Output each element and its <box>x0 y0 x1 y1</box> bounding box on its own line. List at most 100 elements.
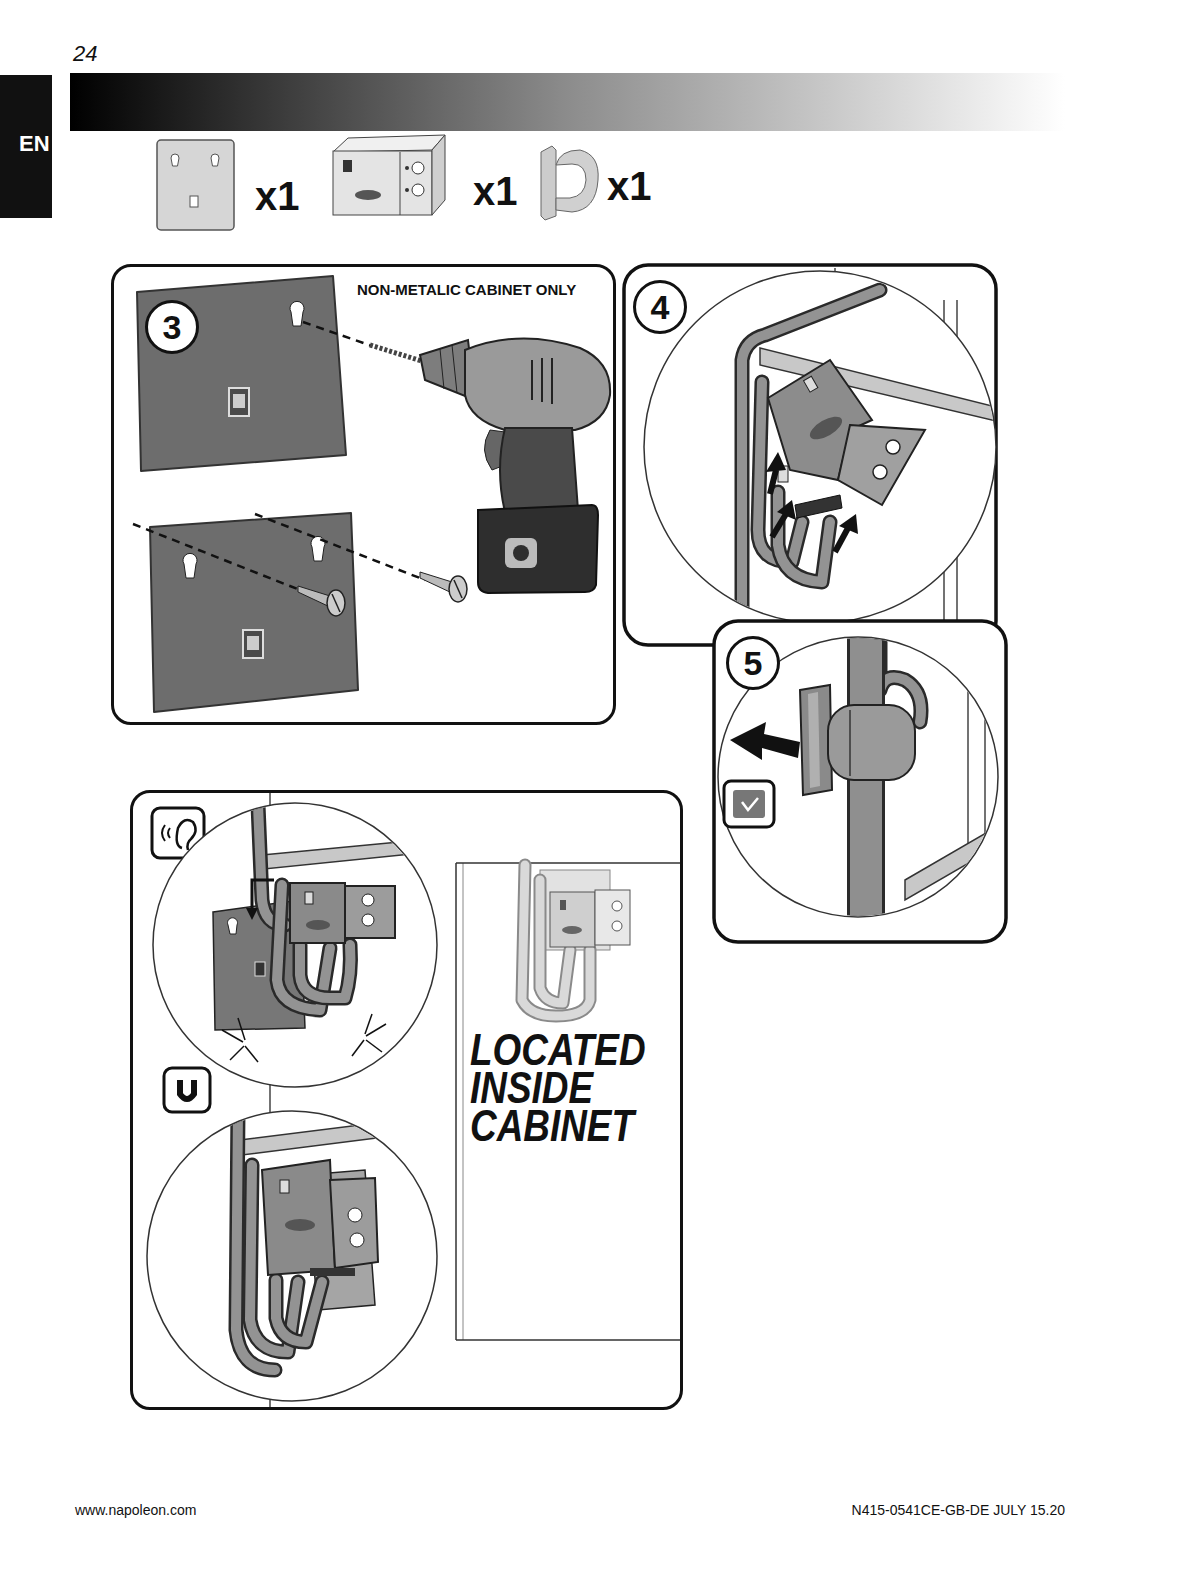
plate-tab <box>229 388 249 416</box>
cabinet-outline <box>456 862 681 864</box>
header-bar <box>70 73 1065 131</box>
box-dial <box>612 901 622 911</box>
box-logo <box>562 926 582 934</box>
plate-tab-face <box>233 394 245 408</box>
keyhole <box>290 301 304 326</box>
drill-handle <box>500 428 578 512</box>
battery-button <box>505 538 537 568</box>
screw-head <box>449 576 467 602</box>
hose <box>300 945 350 998</box>
control-box-part <box>333 151 432 215</box>
detail-view <box>236 1110 440 1370</box>
document-code: N415-0541CE-GB-DE JULY 15.20 <box>852 1503 1065 1517</box>
control-box <box>262 1160 335 1275</box>
screw-slot <box>454 580 462 598</box>
step-number: 4 <box>633 280 687 334</box>
language-code: EN <box>19 133 50 155</box>
sound-wave <box>162 825 165 841</box>
bent-arrow <box>252 880 274 910</box>
arrow-head <box>839 514 858 534</box>
cabinet-outline <box>455 863 457 1340</box>
dial-panel <box>330 1178 378 1268</box>
hose <box>300 945 350 998</box>
quantity-label: x1 <box>255 176 300 216</box>
cabinet-outline <box>456 1339 681 1341</box>
plate-tab <box>255 962 265 976</box>
box-dial <box>873 465 887 479</box>
screw-shaft <box>420 572 452 593</box>
callout-number: 4 <box>651 290 670 324</box>
box-logo <box>355 190 381 200</box>
drill-vent <box>551 358 553 404</box>
box-switch <box>560 900 566 910</box>
leader-dash <box>133 524 305 592</box>
plate-tab-face <box>247 636 259 650</box>
box-dial <box>612 921 622 931</box>
box-dial <box>362 914 374 926</box>
detail-view <box>213 805 440 1062</box>
box-logo <box>306 920 330 930</box>
keyhole <box>211 154 219 166</box>
cabinet-outline <box>463 863 464 1340</box>
click-mark <box>352 1040 364 1056</box>
box-dial <box>348 1208 362 1222</box>
click-mark <box>366 1024 386 1036</box>
box-switch <box>305 892 313 904</box>
plate-tab <box>243 630 263 658</box>
cabinet-edge <box>967 630 969 920</box>
cabinet-frame <box>240 1115 440 1155</box>
magnet-icon <box>164 1068 210 1112</box>
wall-plate-part <box>157 140 234 230</box>
screw-shaft <box>298 586 330 607</box>
step-number: 3 <box>145 300 199 354</box>
step-panel: LOCATED INSIDE CABINET <box>130 790 683 1410</box>
keyhole <box>227 918 237 934</box>
leader-dash <box>303 322 372 346</box>
cabinet-frame <box>262 838 440 869</box>
screw-slot <box>332 594 340 612</box>
attach-icon-mark <box>742 798 758 810</box>
box-divider <box>400 152 401 215</box>
push-arrow <box>772 514 786 537</box>
detail-circle <box>147 1111 437 1401</box>
box-dial <box>350 1233 364 1247</box>
wall-plate <box>137 276 346 471</box>
arrow-head <box>777 500 796 520</box>
multi-connector <box>795 495 842 518</box>
clip-part <box>541 146 556 220</box>
control-box-side <box>432 135 445 215</box>
battery-dot <box>513 545 529 561</box>
sound-wave <box>168 828 170 838</box>
cabinet-edge <box>984 630 986 920</box>
language-tab: EN <box>0 75 52 218</box>
drill-vent <box>541 358 543 402</box>
keyhole <box>171 154 179 166</box>
panel-note: NON-METALIC CABINET ONLY <box>357 282 576 297</box>
quantity-label: x1 <box>473 171 518 211</box>
click-mark <box>222 1030 243 1042</box>
direction-arrow <box>730 722 800 760</box>
ring-edge <box>849 710 851 776</box>
box-dial <box>412 162 424 174</box>
drill-vent <box>531 360 533 400</box>
page-number: 24 <box>73 43 97 65</box>
step-panel <box>714 621 1006 942</box>
box-logo <box>806 412 845 444</box>
magnet-symbol <box>180 1080 194 1099</box>
box-switch <box>280 1180 289 1193</box>
chuck-ring <box>452 345 457 393</box>
control-box <box>550 892 595 947</box>
dial-symbol <box>405 188 409 192</box>
box-switch <box>804 376 818 392</box>
push-arrow <box>770 470 776 494</box>
step-panel: NON-METALIC CABINET ONLY 3 <box>111 264 616 725</box>
footer-url: www.napoleon.com <box>75 1503 196 1517</box>
drill-battery <box>478 505 598 593</box>
click-mark <box>365 1014 372 1034</box>
cabinet-frame <box>905 825 1000 900</box>
leader-dash <box>255 514 425 580</box>
click-mark <box>366 1040 382 1052</box>
dial-symbol <box>405 166 409 170</box>
drill-body <box>465 338 610 430</box>
